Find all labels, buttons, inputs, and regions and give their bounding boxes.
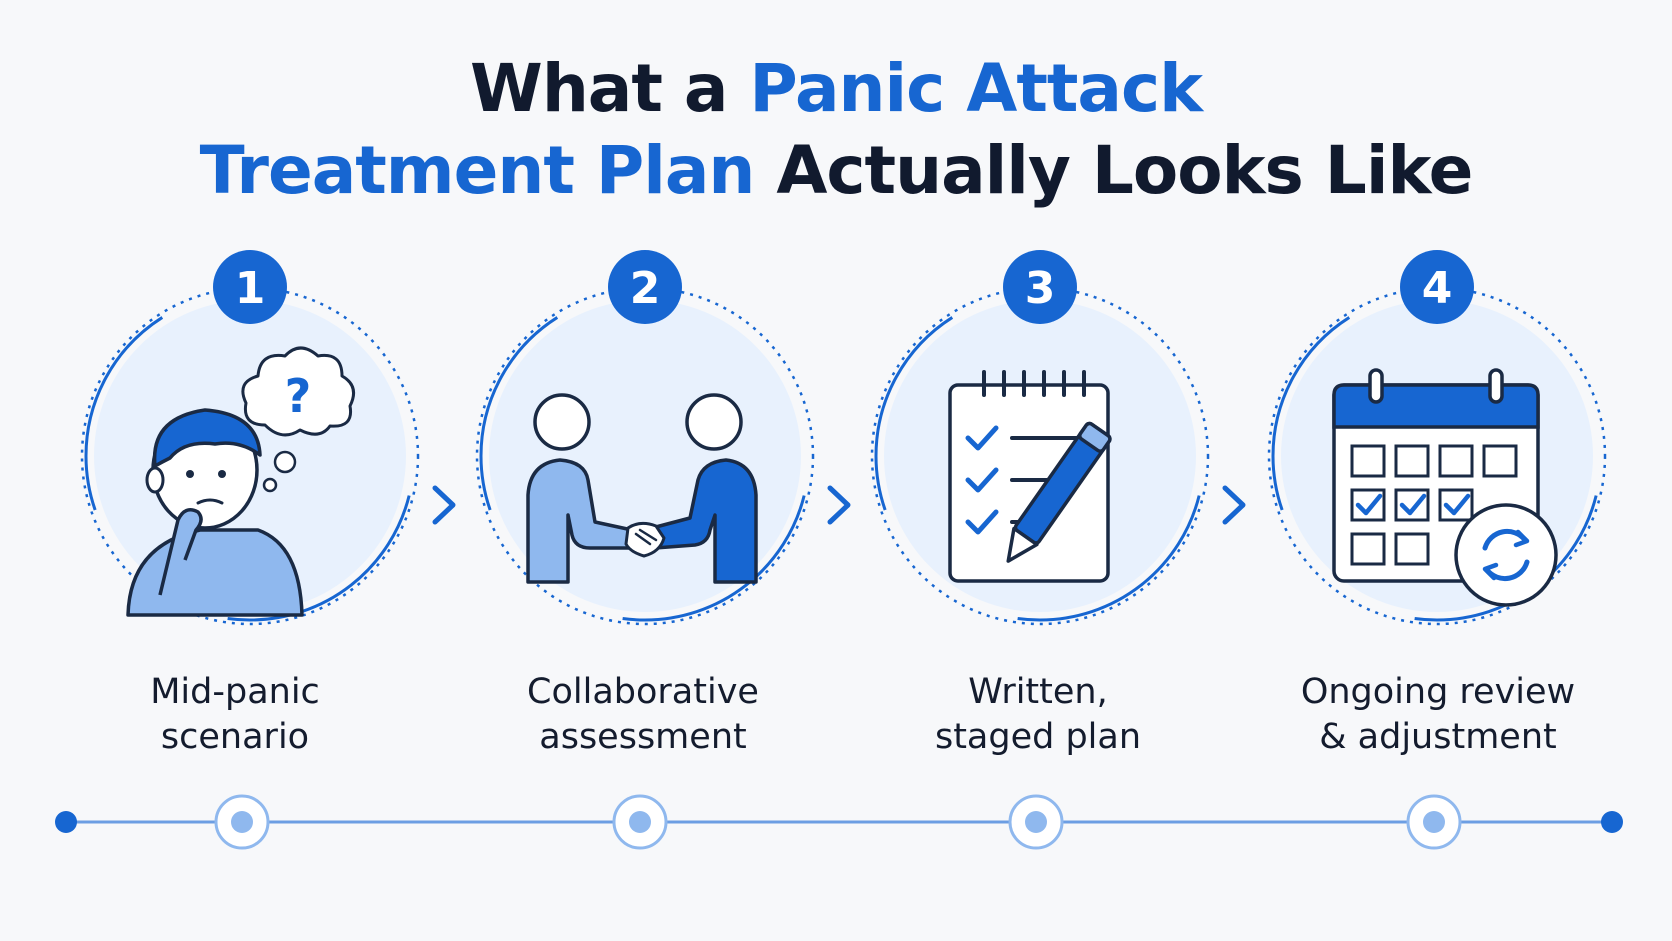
step-4-label-line-2: & adjustment [1319,717,1557,757]
step-4-dotted-ring [1267,286,1607,626]
step-3-label-line-2: staged plan [934,717,1142,757]
step-4-label-line-1: Ongoing review [1300,672,1576,712]
timeline-node-2 [612,794,668,850]
timeline-start-dot [55,811,77,833]
chevron-right-icon [432,485,456,525]
calendar-refresh-icon [1332,368,1558,607]
title-dark-1: What a [470,50,750,127]
title-accent-1: Panic Attack [749,50,1203,127]
chevron-right-icon [827,485,851,525]
step-3-dotted-ring [870,286,1210,626]
step-3-solid-arc [874,290,1206,622]
checklist-pen-icon [948,370,1112,583]
step-1-solid-arc [84,290,416,622]
step-2-label-line-2: assessment [539,717,747,757]
step-2-label: Collaborative assessment [463,670,823,760]
timeline [55,794,1623,850]
step-2-solid-arc [479,290,811,622]
timeline-end-dot [1601,811,1623,833]
step-4-badge [1400,250,1474,324]
title-accent-2: Treatment Plan [199,132,756,209]
step-2-dotted-ring [475,286,815,626]
step-3-number: 3 [1025,263,1056,314]
step-1-label-line-1: Mid-panic [150,672,320,712]
step-3-label: Written, staged plan [858,670,1218,760]
step-3-label-line-1: Written, [968,672,1108,712]
step-3: 3 [870,250,1210,626]
title-dark-2: Actually Looks Like [754,132,1473,209]
timeline-node-1 [214,794,270,850]
step-1-label-line-2: scenario [160,717,310,757]
thought-cloud [241,346,356,437]
title-line-1: What a Panic Attack [0,48,1672,130]
step-1-badge [213,250,287,324]
step-3-badge [1003,250,1077,324]
step-4-solid-arc [1271,290,1603,622]
step-2-number: 2 [630,263,661,314]
step-1-label: Mid-panic scenario [55,670,415,760]
chevron-right-icon [1222,485,1246,525]
step-4: 4 [1267,250,1607,626]
timeline-node-4 [1406,794,1462,850]
handshake-icon [526,393,758,584]
step-1-number: 1 [235,263,266,314]
step-2-label-line-1: Collaborative [527,672,759,712]
confused-person-icon: ? [126,346,356,617]
timeline-node-3 [1008,794,1064,850]
step-4-label: Ongoing review & adjustment [1258,670,1618,760]
question-mark-symbol: ? [285,369,312,423]
step-2: 2 [475,250,815,626]
step-1-dotted-ring [80,286,420,626]
step-1: ? 1 [80,250,420,626]
step-2-badge [608,250,682,324]
title-line-2: Treatment Plan Actually Looks Like [0,130,1672,212]
page-title: What a Panic Attack Treatment Plan Actua… [0,48,1672,212]
step-4-number: 4 [1422,263,1453,314]
